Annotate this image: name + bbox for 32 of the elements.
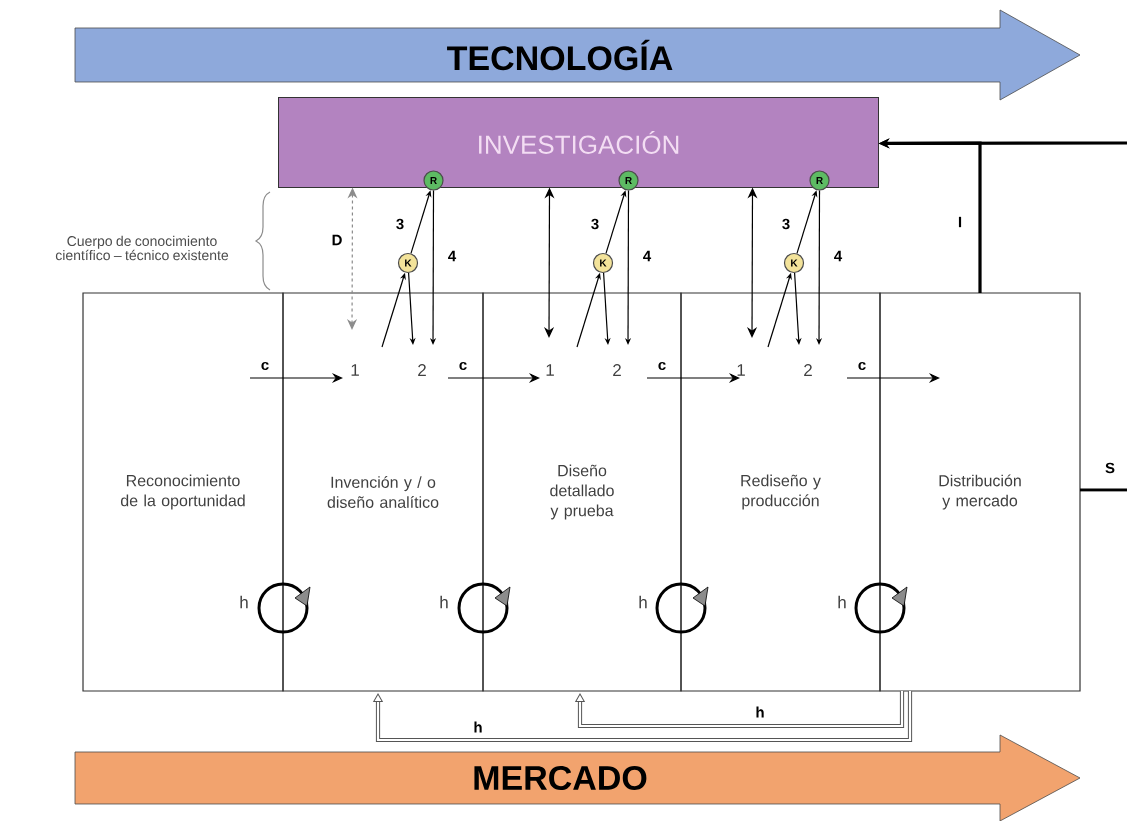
point-label: 1 bbox=[351, 364, 359, 376]
point-label: h bbox=[838, 595, 846, 609]
edge-label: D bbox=[330, 233, 344, 247]
point-label: 2 bbox=[613, 364, 621, 376]
arrow bbox=[575, 691, 905, 729]
edge-label: S bbox=[1104, 461, 1116, 475]
arrow bbox=[794, 272, 802, 345]
edge-label: 4 bbox=[446, 249, 458, 263]
edge-label: c bbox=[856, 360, 868, 372]
point-label: 1 bbox=[737, 364, 745, 376]
point-label: h bbox=[639, 595, 647, 609]
arrow bbox=[408, 272, 416, 345]
edge-label: 3 bbox=[780, 217, 792, 231]
edge-label: 4 bbox=[832, 249, 844, 263]
edge-label: c bbox=[259, 360, 271, 372]
edge-label: 3 bbox=[394, 217, 406, 231]
edge-label: c bbox=[656, 360, 668, 372]
arrow bbox=[373, 691, 913, 743]
edge-label: h bbox=[472, 720, 484, 734]
note-text: Cuerpo de conocimiento científico – técnico existente bbox=[55, 235, 229, 261]
edge-label: c bbox=[457, 360, 469, 372]
arrow bbox=[603, 272, 611, 345]
edge-label: I bbox=[956, 215, 964, 229]
stage-box: Distribución y mercado bbox=[879, 292, 1081, 692]
point-label: 2 bbox=[804, 364, 812, 376]
point-label: 1 bbox=[546, 364, 554, 376]
point-label: h bbox=[240, 595, 248, 609]
point-label: h bbox=[440, 595, 448, 609]
edge-label: h bbox=[754, 705, 766, 719]
edge-label: 3 bbox=[589, 217, 601, 231]
point-label: 2 bbox=[418, 364, 426, 376]
edge-label: 4 bbox=[641, 249, 653, 263]
